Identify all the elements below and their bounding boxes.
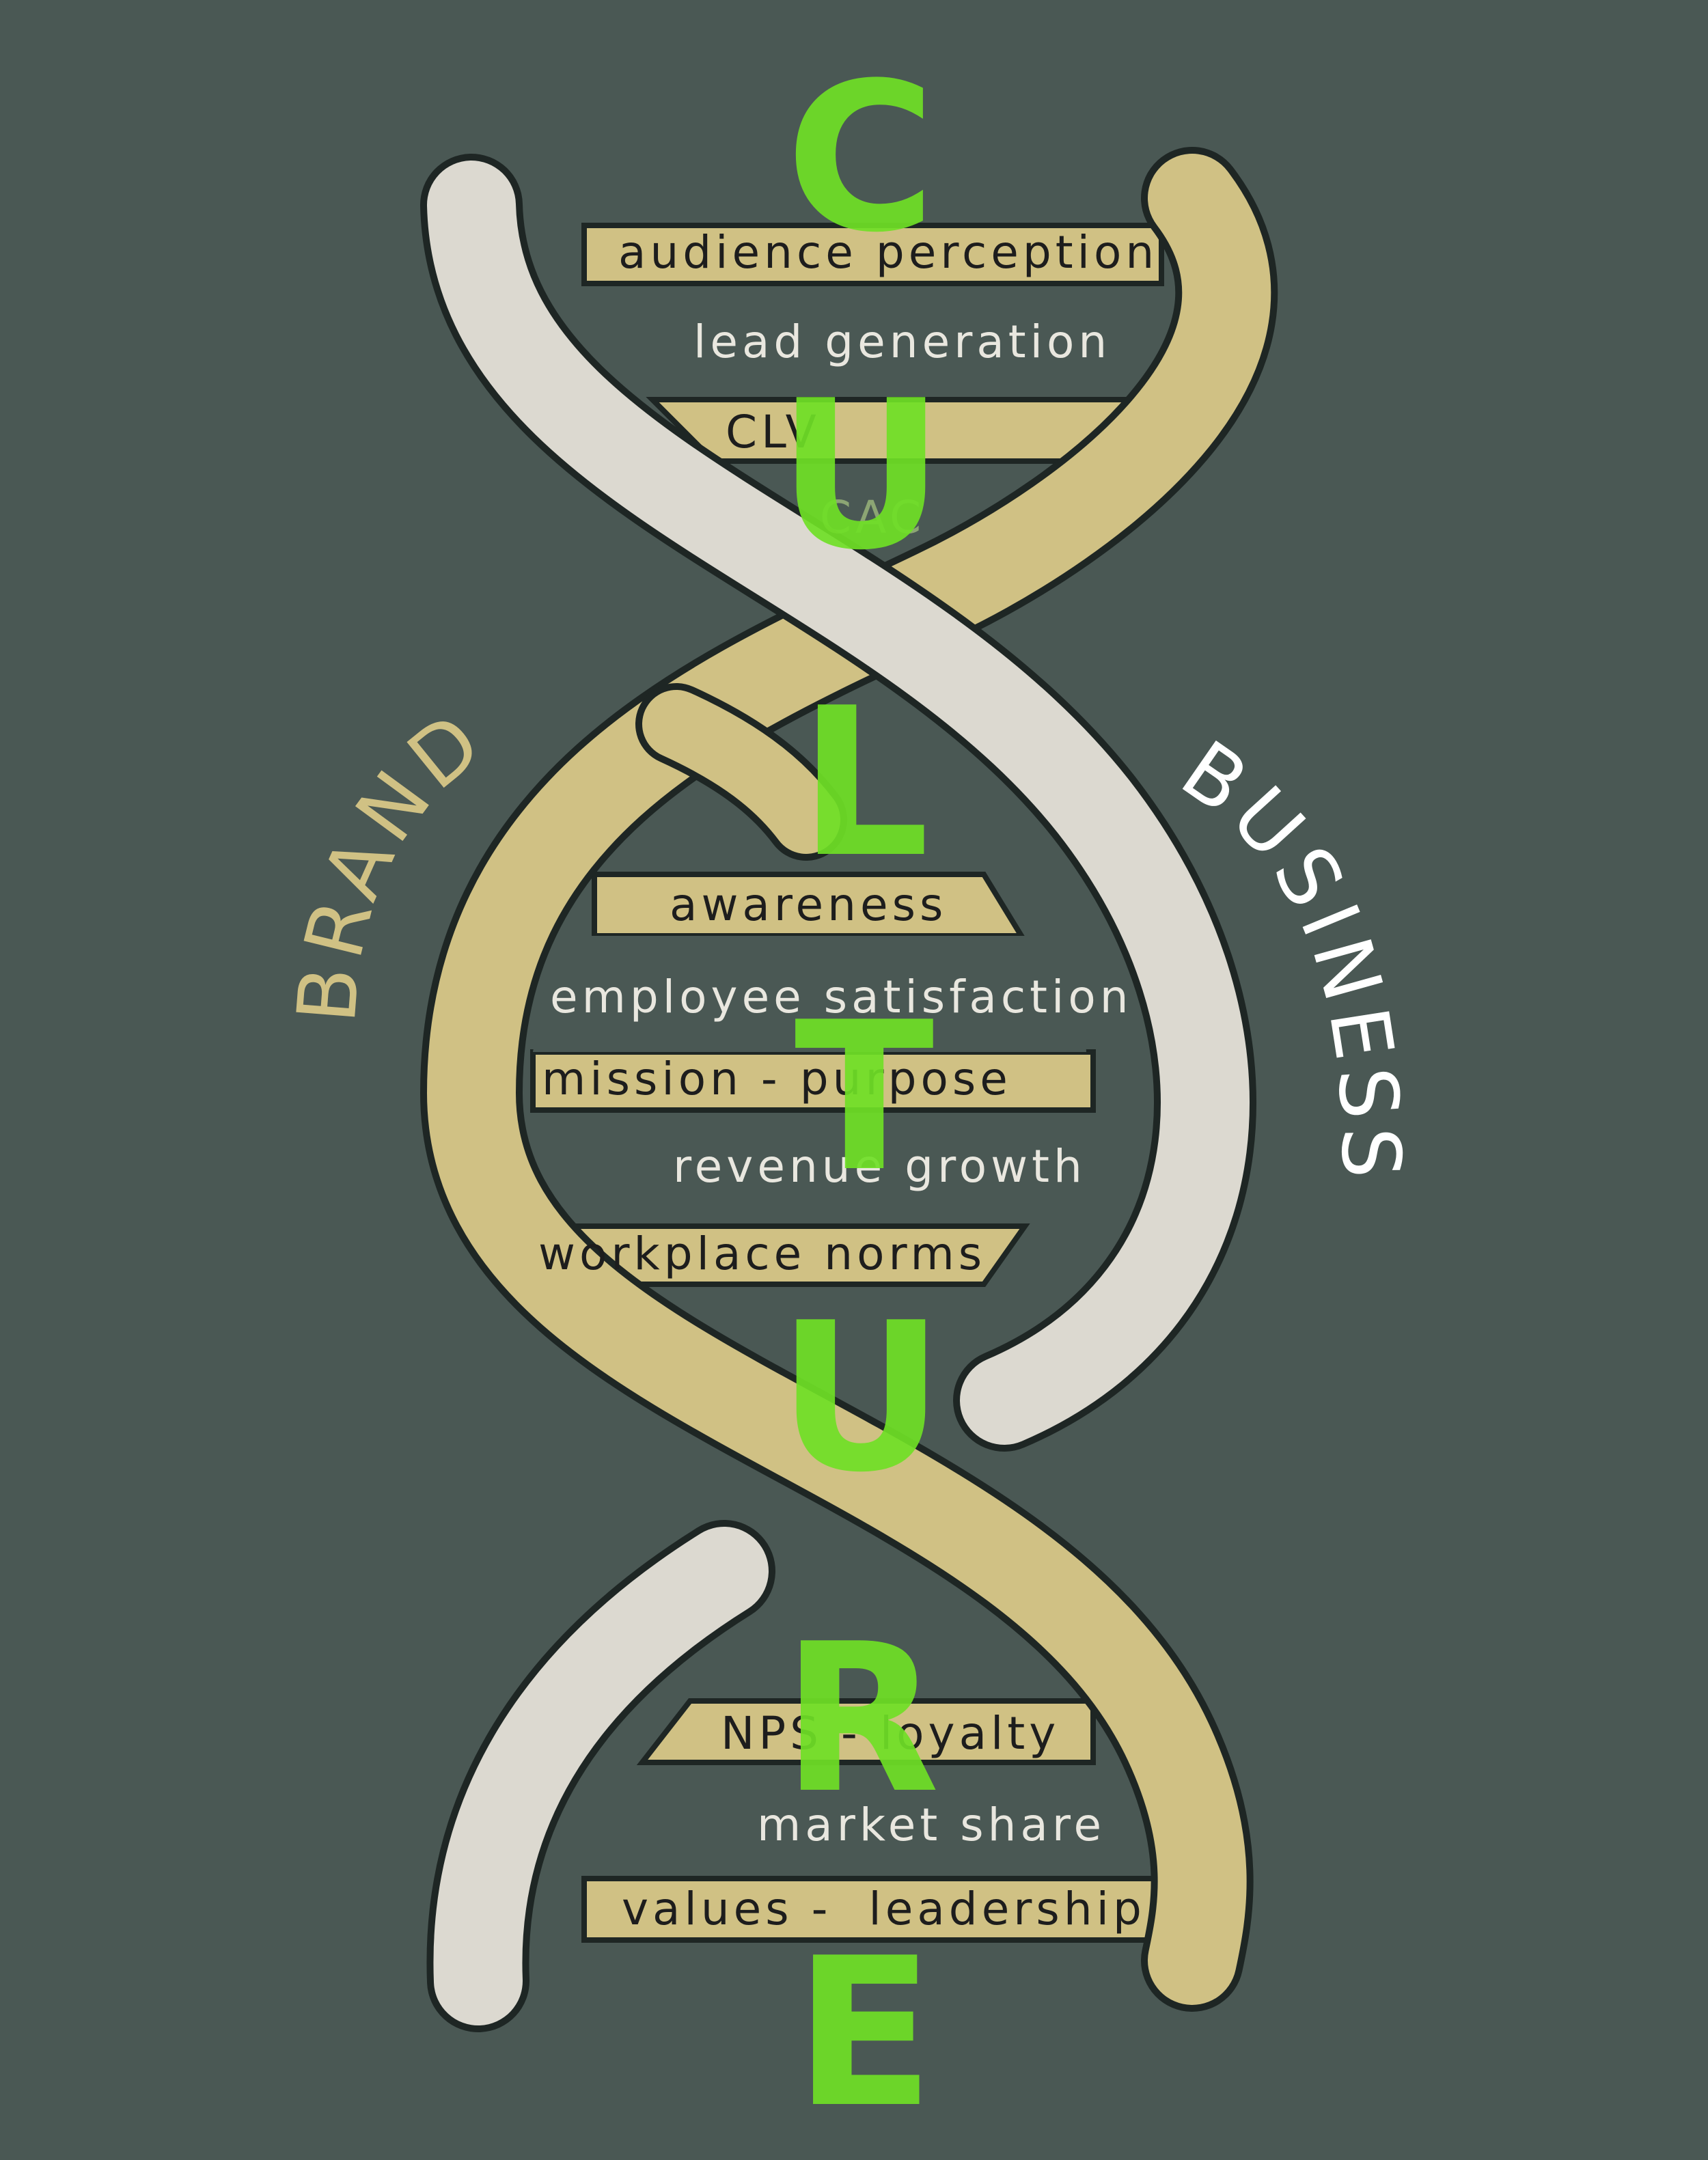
rung-label-values-leadership: values - leadership [622,1883,1146,1935]
rung-label-awareness: awareness [670,878,947,931]
culture-letter-r: R [782,1600,939,1838]
culture-word: C U L T U R E [777,39,944,2152]
tan-strand [426,154,1271,2005]
rung-label-mission-purpose: mission - purpose [542,1053,1012,1105]
culture-letter-e: E [795,1914,935,2152]
top-rungs [581,223,1164,464]
rung-gap-employee-satisfaction [533,936,1086,1052]
rung-label-cac: CAC [820,491,925,544]
culture-letter-l: L [799,664,929,902]
helix-strands [419,147,1278,2032]
rung-plate-audience-perception [581,223,1164,286]
gray-strand [427,161,1250,1445]
rung-label-lead-generation: lead generation [693,316,1111,368]
culture-letter-u1: U [777,357,944,595]
rung-labels: audience perception lead generation CLV … [538,226,1158,1935]
rung-label-employee-satisfaction: employee satisfaction [550,971,1133,1023]
gray-strand-lower [433,1527,769,2025]
rung-label-audience-perception: audience perception [618,226,1158,279]
culture-letter-t: T [795,978,935,1217]
rung-label-clv: CLV [726,406,821,458]
culture-letter-c: C [786,39,936,277]
culture-letter-u2: U [777,1279,944,1517]
rung-label-workplace-norms: workplace norms [538,1228,986,1280]
middle-rungs [527,872,1096,1287]
tan-strand-middle-tip [642,690,840,854]
rung-label-revenue-growth: revenue growth [673,1140,1086,1193]
rung-label-nps-loyalty: NPS - loyalty [721,1707,1060,1760]
rung-plate-nps-loyalty [636,1698,1096,1765]
rung-label-market-share: market share [757,1799,1105,1851]
